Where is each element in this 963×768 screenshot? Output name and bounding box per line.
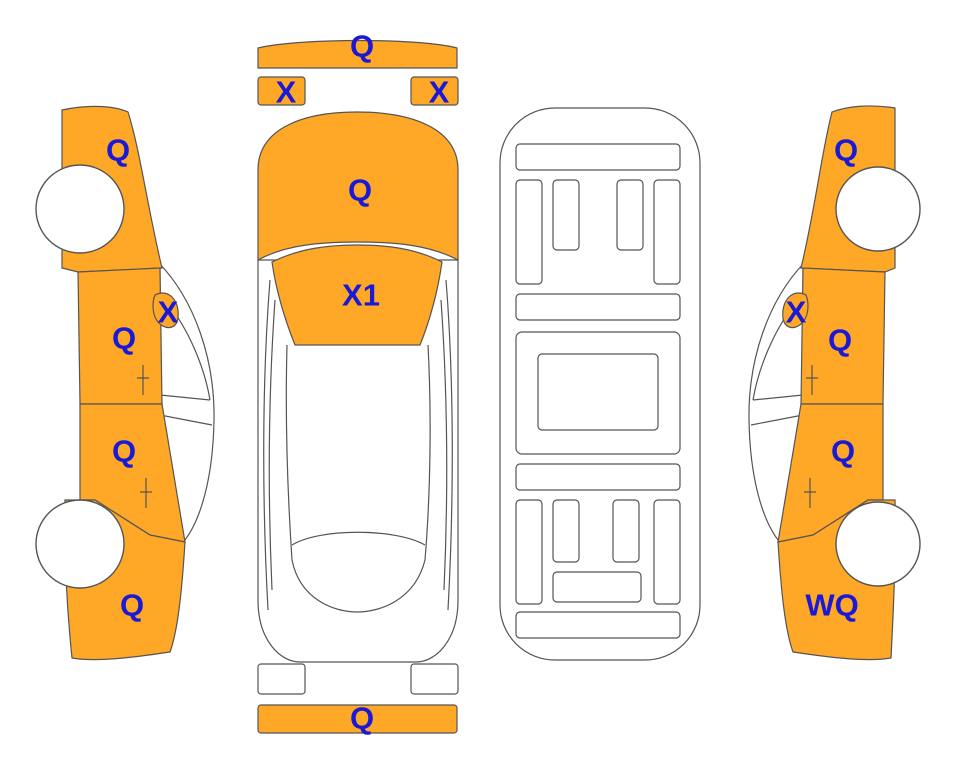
right-rear-door-handle [804,478,816,508]
left-rear-door-mark: Q [112,434,136,469]
front-left-light-panel[interactable] [257,76,306,106]
left-front-fender-mark: Q [106,133,130,168]
hood-mark: Q [348,173,372,208]
floor-front-right-rail [653,179,681,285]
right-front-wheel [835,166,921,252]
floor-rear-left-inner [552,499,580,563]
floor-rear-center-panel [552,571,642,603]
front-right-light-panel[interactable] [410,76,459,106]
floor-mid-front-crossmember [515,293,681,321]
floor-rear-right-inner [612,499,640,563]
floor-front-left-inner [552,179,580,251]
right-rear-wheel [835,501,921,587]
floor-center-panel [537,353,659,431]
left-rear-quarter-mark: Q [120,588,144,623]
front-bumper-panel[interactable] [257,39,458,69]
floor-front-right-inner [616,179,644,251]
left-mirror-mark: X [158,295,179,330]
rear-left-light [257,663,306,695]
rear-bumper-mark: Q [350,701,374,736]
car-rear-window-line [291,531,426,546]
left-rear-wheel [35,499,125,589]
car-cabin-outline [285,344,431,613]
left-front-wheel [35,164,125,254]
rear-right-light [410,663,459,695]
right-rear-quarter-mark: WQ [805,588,858,623]
front-left-light-mark: X [276,75,297,110]
floor-front-crossmember [515,143,681,171]
left-rear-door-handle [140,478,152,508]
rear-bumper-panel[interactable] [257,704,458,734]
left-mirror-panel[interactable] [152,292,179,329]
floor-front-left-rail [515,179,543,285]
windshield-panel[interactable] [271,244,443,346]
car-body-outline [257,259,459,663]
right-mirror-panel[interactable] [782,292,809,329]
front-bumper-mark: Q [350,29,374,64]
top-view: Q X X Q X1 Q [257,29,459,736]
car-right-side-line [440,279,453,611]
right-rear-door-mark: Q [831,434,855,469]
windshield-mark: X1 [342,278,380,313]
front-right-light-mark: X [429,75,450,110]
left-side-view: Q X Q Q Q [35,105,215,661]
car-left-side-line [263,279,276,611]
right-mirror-mark: X [786,295,807,330]
underbody-view [499,107,701,661]
right-front-fender-mark: Q [834,133,858,168]
hood-panel[interactable] [257,111,459,262]
floor-rear-right-rail [653,499,681,605]
right-side-view: Q X Q Q WQ [748,105,921,661]
left-front-door-handle [137,365,149,395]
left-front-door-mark: Q [112,321,136,356]
right-front-door-mark: Q [828,323,852,358]
floor-mid-rear-crossmember [515,463,681,491]
right-front-door-handle [806,365,818,395]
floor-rear-left-rail [515,499,543,605]
floor-rear-crossmember [515,611,681,639]
